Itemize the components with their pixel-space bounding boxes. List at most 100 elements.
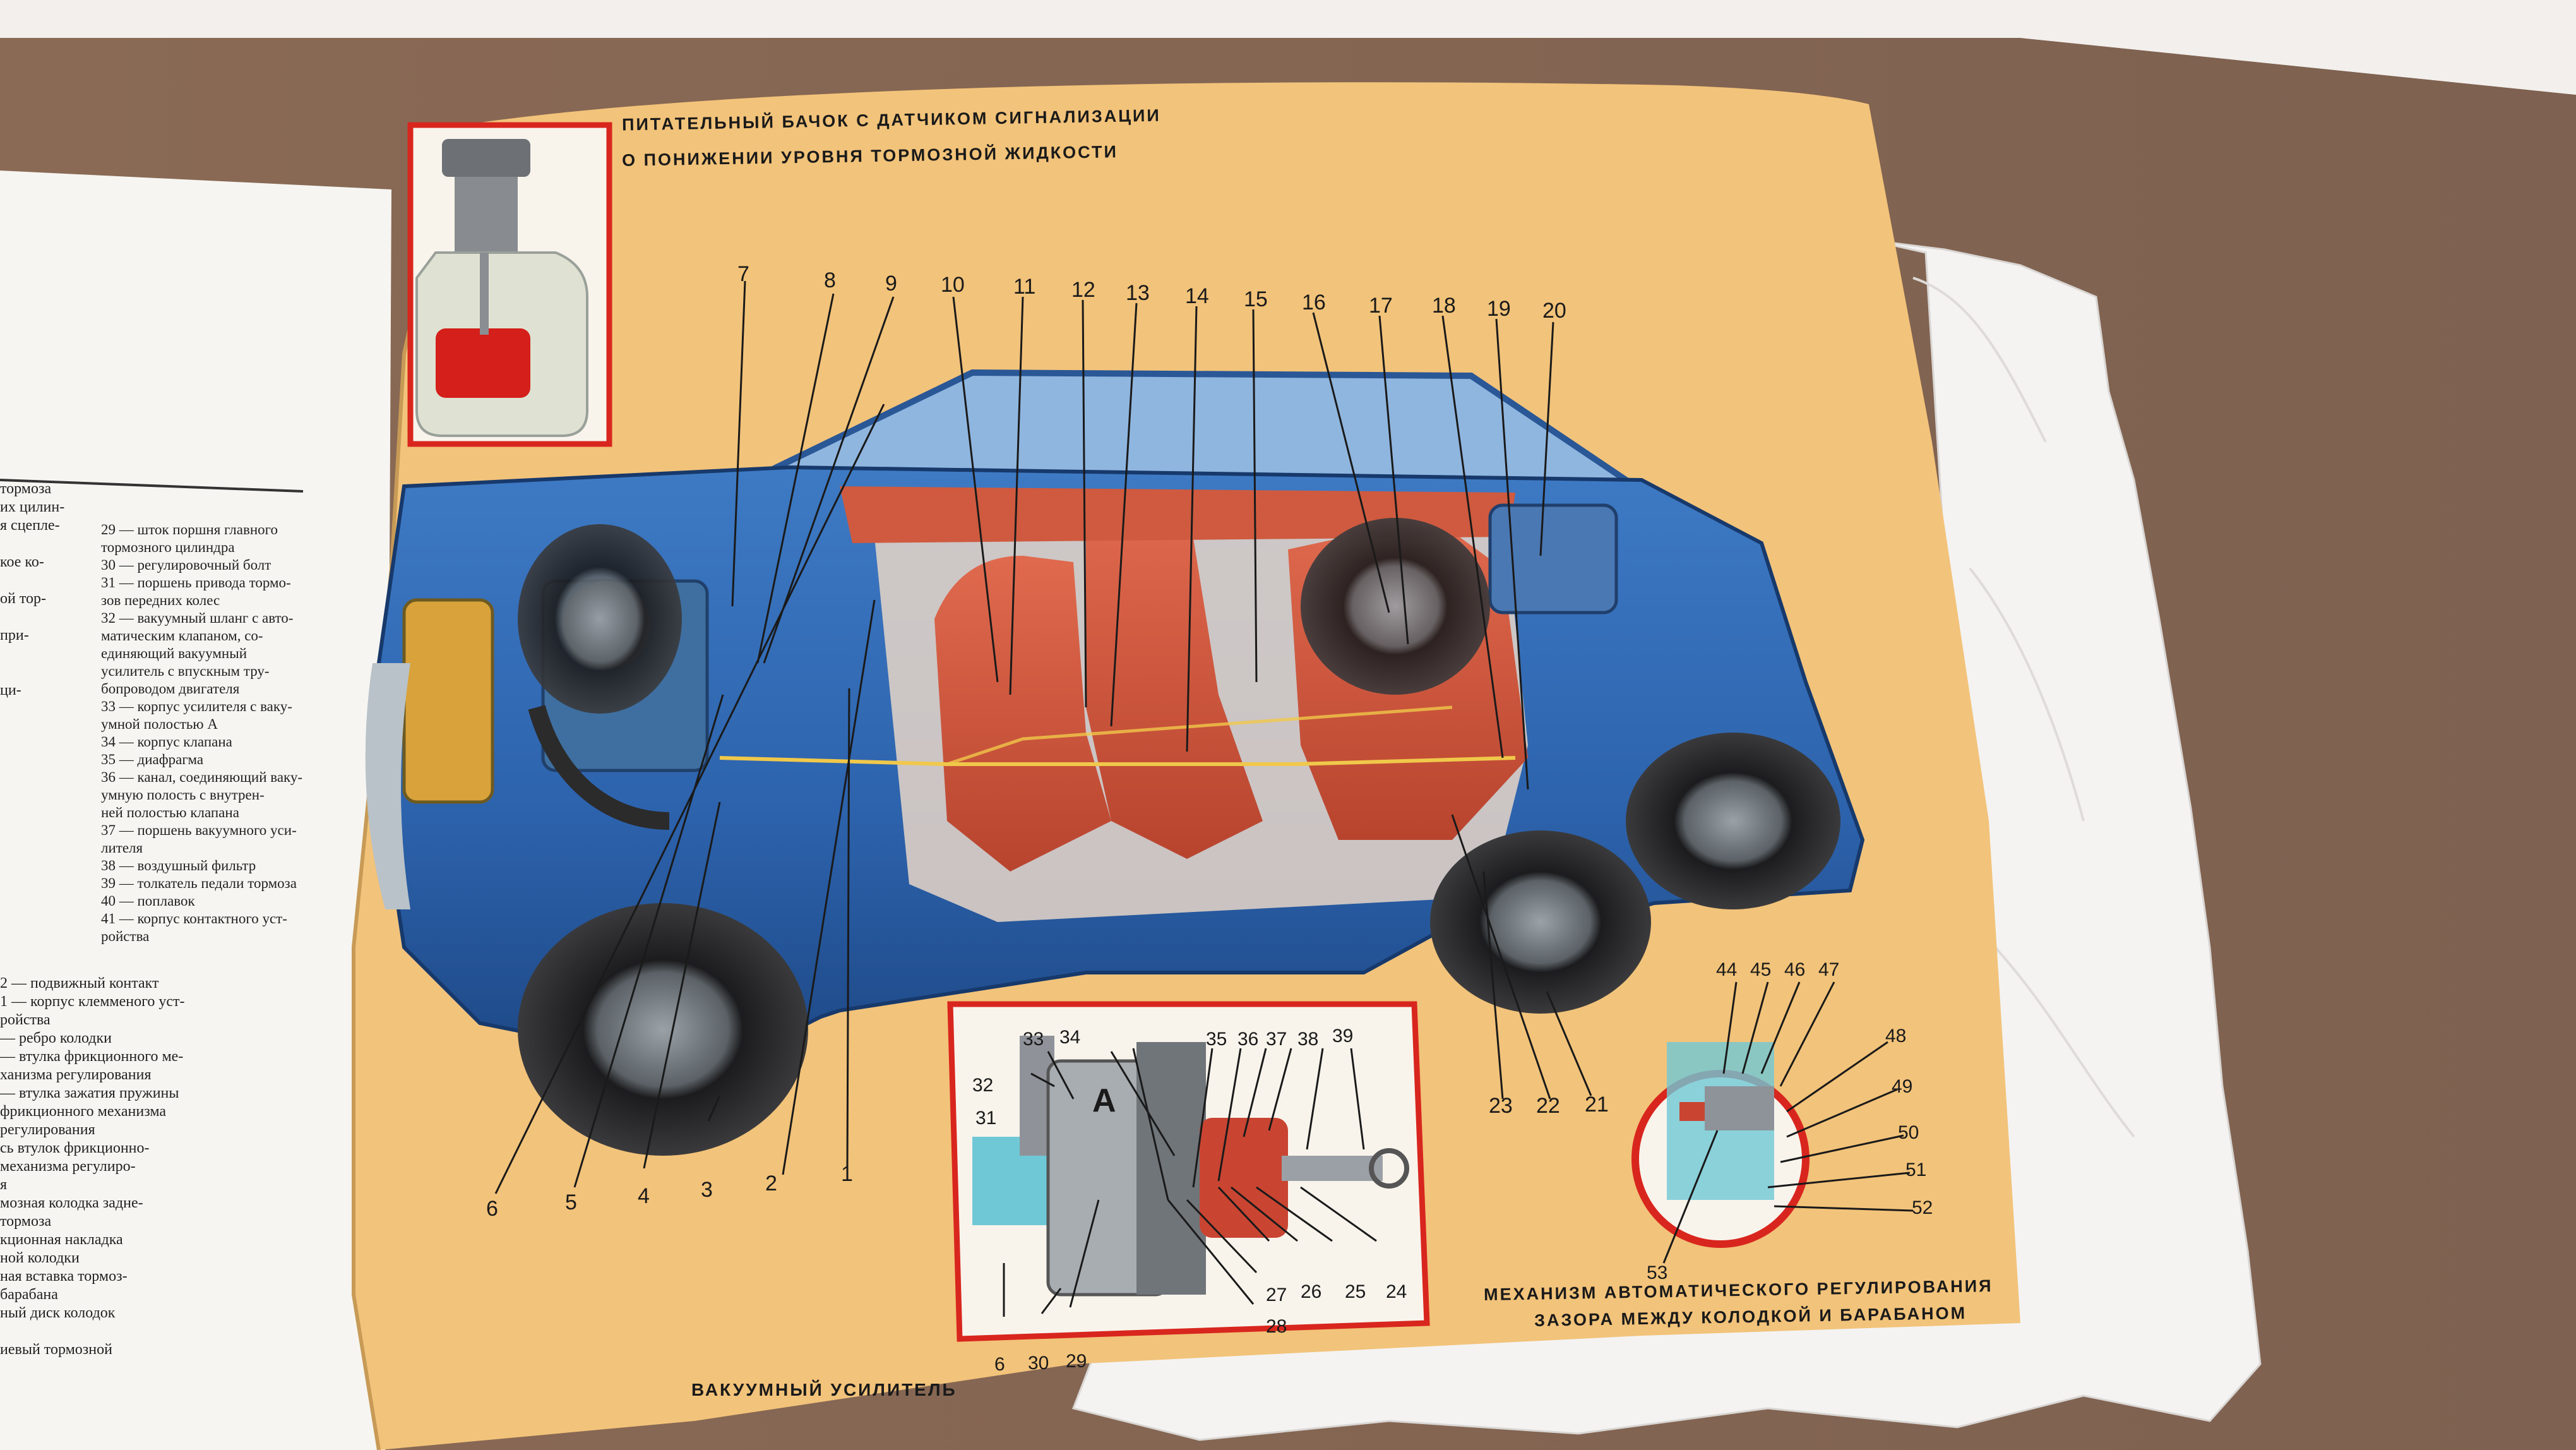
legend-line: сь втулок фрикционно- [0, 1140, 150, 1156]
legend-line: — втулка фрикционного ме- [0, 1048, 184, 1065]
legend-line: ройства [0, 1012, 51, 1028]
legend-line: ци- [0, 682, 21, 698]
legend-line: 34 — корпус клапана [101, 734, 232, 750]
adjuster-callout-51: 51 [1905, 1159, 1926, 1180]
booster-callout-29: 29 [1066, 1351, 1087, 1372]
adjuster-inset [1631, 1042, 1810, 1248]
booster-callout-24: 24 [1386, 1281, 1407, 1302]
legend-line: тормозного цилиндра [101, 539, 235, 555]
legend-line: тормоза [0, 481, 52, 497]
adjuster-callout-48: 48 [1885, 1026, 1906, 1046]
adjuster-callout-53: 53 [1647, 1262, 1667, 1283]
legend-line: 31 — поршень привода тормо- [101, 575, 291, 590]
legend-line: ной колодки [0, 1250, 80, 1266]
legend-line: 33 — корпус усилителя с ваку- [101, 698, 292, 714]
booster-callout-39: 39 [1332, 1026, 1353, 1046]
legend-line: умную полость с внутрен- [101, 787, 265, 803]
legend-mid-column: 29 — шток поршня главного тормозного цили… [101, 521, 322, 945]
legend-line: кционная накладка [0, 1231, 123, 1248]
legend-line: — втулка зажатия пружины [0, 1085, 179, 1101]
legend-line [0, 1322, 328, 1341]
legend-line: 29 — шток поршня главного [101, 522, 278, 537]
callout-21: 21 [1585, 1093, 1609, 1117]
legend-line: ней полостью клапана [101, 805, 239, 820]
callout-1: 1 [841, 1162, 853, 1186]
booster-callout-32: 32 [972, 1075, 993, 1096]
legend-line: зов передних колес [101, 592, 220, 608]
booster-callout-34: 34 [1059, 1027, 1080, 1048]
booster-chamber-label: A [1092, 1082, 1116, 1119]
legend-line: лителя [101, 840, 143, 856]
callout-9: 9 [885, 272, 897, 296]
legend-line: ханизма регулирования [0, 1067, 152, 1083]
callout-2: 2 [765, 1171, 777, 1195]
legend-line: 39 — толкатель педали тормоза [101, 875, 297, 891]
legend-line: — ребро колодки [0, 1030, 112, 1046]
callout-16: 16 [1302, 291, 1326, 315]
legend-line: тормоза [0, 1213, 52, 1230]
callout-15: 15 [1244, 287, 1268, 311]
legend-line: усилитель с впускным тру- [101, 663, 270, 679]
callout-17: 17 [1369, 294, 1393, 318]
adjuster-callout-52: 52 [1912, 1197, 1933, 1218]
adjuster-callout-50: 50 [1898, 1122, 1919, 1143]
legend-line: ный диск колодок [0, 1305, 116, 1321]
legend-line: мозная колодка задне- [0, 1195, 143, 1211]
legend-line: 40 — поплавок [101, 893, 195, 909]
legend-line: я [0, 1177, 8, 1193]
legend-line: механизма регулиро- [0, 1158, 136, 1175]
legend-line: 1 — корпус клемменого уст- [0, 993, 185, 1010]
legend-line: при- [0, 627, 29, 644]
callout-11: 11 [1013, 275, 1035, 299]
callout-20: 20 [1542, 299, 1566, 323]
legend-line: их цилин- [0, 499, 65, 515]
legend-line: регулирования [0, 1122, 95, 1138]
booster-callout-28: 28 [1266, 1316, 1287, 1337]
callout-12: 12 [1071, 278, 1095, 302]
legend-line: ная вставка тормоз- [0, 1268, 128, 1285]
callout-14: 14 [1185, 284, 1209, 308]
booster-callout-36: 36 [1237, 1029, 1258, 1050]
callout-23: 23 [1489, 1094, 1513, 1118]
legend-line: 30 — регулировочный болт [101, 557, 271, 573]
legend-line: бопроводом двигателя [101, 681, 240, 697]
legend-line: 41 — корпус контактного уст- [101, 911, 287, 926]
legend-line [0, 956, 328, 974]
legend-line: матическим клапаном, со- [101, 628, 263, 644]
callout-5: 5 [565, 1190, 577, 1214]
legend-line: кое ко- [0, 554, 44, 570]
car-cutaway [365, 369, 1865, 1156]
booster-callout-6: 6 [994, 1354, 1005, 1375]
booster-callout-33: 33 [1023, 1029, 1044, 1050]
legend-line: 37 — поршень вакуумного уси- [101, 822, 297, 838]
legend-line: ой тор- [0, 590, 47, 607]
legend-line: фрикционного механизма [0, 1103, 167, 1120]
booster-callout-25: 25 [1345, 1281, 1366, 1302]
vacuum-booster-inset [947, 1001, 1430, 1342]
legend-line: 35 — диафрагма [101, 752, 204, 767]
legend-line: единяющий вакуумный [101, 645, 247, 661]
adjuster-callout-49: 49 [1892, 1076, 1912, 1097]
adjuster-callout-46: 46 [1784, 959, 1805, 980]
adjuster-callout-47: 47 [1818, 959, 1839, 980]
callout-13: 13 [1126, 281, 1150, 305]
legend-line: иевый тормозной [0, 1341, 112, 1358]
booster-callout-37: 37 [1266, 1029, 1287, 1050]
legend-line: 36 — канал, соединяющий ваку- [101, 769, 303, 785]
adjuster-callout-44: 44 [1716, 959, 1737, 980]
booster-callout-27: 27 [1266, 1285, 1287, 1305]
booster-callout-26: 26 [1301, 1281, 1321, 1302]
booster-callout-31: 31 [975, 1108, 996, 1129]
legend-line: 32 — вакуумный шланг с авто- [101, 610, 294, 626]
callout-18: 18 [1432, 294, 1456, 318]
legend-line [0, 1359, 328, 1364]
booster-callout-38: 38 [1297, 1029, 1318, 1050]
vacuum-booster-caption: ВАКУУМНЫЙ УСИЛИТЕЛЬ [691, 1380, 957, 1399]
callout-6: 6 [486, 1197, 498, 1221]
adjuster-callout-45: 45 [1750, 959, 1771, 980]
callout-4: 4 [638, 1184, 650, 1208]
booster-callout-35: 35 [1206, 1029, 1227, 1050]
callout-8: 8 [824, 268, 836, 292]
